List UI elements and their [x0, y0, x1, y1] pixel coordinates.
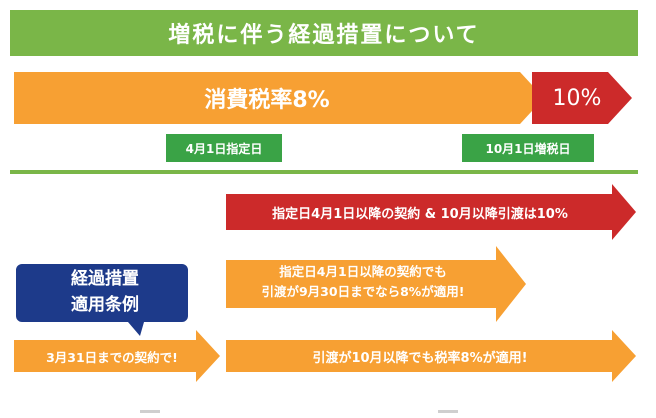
current-rate-arrow [14, 72, 544, 124]
callout-bubble [16, 264, 188, 336]
new-rate-arrow [532, 72, 632, 124]
current-rate-label: 消費税率8% [204, 88, 330, 113]
start-date-tag: 4月1日指定日 [166, 134, 282, 162]
bottom-mark-left [140, 410, 160, 413]
callout-line1: 経過措置 [71, 269, 139, 289]
row2-line1: 指定日4月1日以降の契約でも [279, 264, 447, 279]
row2-arrow [226, 246, 526, 322]
callout-text: 経過措置 適用条例 [22, 266, 188, 322]
page-title: 増税に伴う経過措置について [10, 10, 638, 56]
bottom-mark-right [438, 410, 458, 413]
row2-text: 指定日4月1日以降の契約でも 引渡が9月30日までなら8%が適用! [230, 262, 496, 306]
callout-line2: 適用条例 [71, 295, 139, 315]
row2-line2: 引渡が9月30日までなら8%が適用! [261, 284, 465, 299]
row1-arrow [226, 184, 636, 240]
increase-date-tag: 10月1日増税日 [462, 134, 594, 162]
separator-line [10, 170, 638, 174]
row3-right-arrow [226, 330, 636, 382]
row1-text: 指定日4月1日以降の契約 & 10月以降引渡は10% [272, 206, 568, 222]
row3-left-text: 3月31日までの契約で! [46, 349, 178, 365]
row3-left-arrow [14, 330, 220, 382]
new-rate-label: 10% [552, 85, 602, 111]
row3-right-text: 引渡が10月以降でも税率8%が適用! [312, 350, 528, 366]
